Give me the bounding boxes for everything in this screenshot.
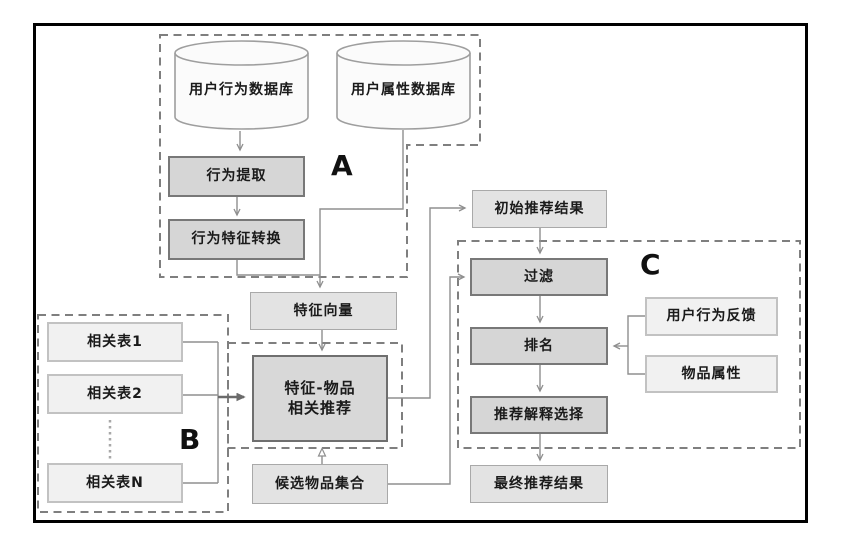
user-behavior-feedback-box: 用户行为反馈 xyxy=(645,297,778,336)
user-attribute-db-label: 用户属性数据库 xyxy=(351,82,456,98)
feature-vector-box: 特征向量 xyxy=(250,292,397,330)
behavior-extraction-box: 行为提取 xyxy=(168,156,305,197)
region-a-label: A xyxy=(331,149,353,182)
ranking-box: 排名 xyxy=(470,327,608,365)
filter-box: 过滤 xyxy=(470,258,608,296)
behavior-feature-conversion-box: 行为特征转换 xyxy=(168,219,305,260)
item-attribute-box: 物品属性 xyxy=(645,355,778,393)
recommendation-explanation-selection-box: 推荐解释选择 xyxy=(470,396,608,434)
candidate-item-set-box: 候选物品集合 xyxy=(252,464,388,504)
region-c-label: C xyxy=(640,248,661,281)
related-table-2-box: 相关表2 xyxy=(47,374,183,414)
initial-recommendation-result-box: 初始推荐结果 xyxy=(472,190,607,228)
related-table-n-box: 相关表N xyxy=(47,463,183,503)
region-b-label: B xyxy=(179,423,201,456)
related-table-1-box: 相关表1 xyxy=(47,322,183,362)
user-behavior-db-label: 用户行为数据库 xyxy=(189,82,294,98)
final-recommendation-result-box: 最终推荐结果 xyxy=(470,465,608,503)
feature-item-recommendation-line1: 特征-物品 xyxy=(284,379,356,397)
feature-item-recommendation-line2: 相关推荐 xyxy=(287,398,352,417)
feature-item-recommendation-box: 特征-物品 相关推荐 xyxy=(252,355,388,442)
